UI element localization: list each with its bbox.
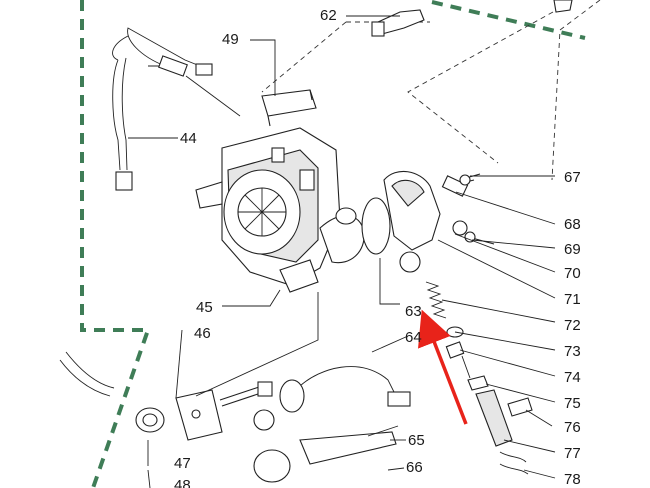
callout-69: 69 bbox=[564, 241, 581, 258]
part-44-cable-harness bbox=[112, 27, 241, 191]
callout-73: 73 bbox=[564, 343, 581, 360]
green-dashed-boundary bbox=[80, 0, 586, 488]
part-49-clip bbox=[261, 89, 317, 127]
callout-74: 74 bbox=[564, 369, 581, 386]
callout-66: 66 bbox=[406, 459, 423, 476]
callout-67: 67 bbox=[564, 169, 581, 186]
callout-63: 63 bbox=[405, 303, 422, 320]
callout-46: 46 bbox=[194, 325, 211, 342]
callout-77: 77 bbox=[564, 445, 581, 462]
callout-48: 48 bbox=[174, 477, 191, 488]
part-63-o-ring bbox=[361, 197, 391, 255]
lower-parts-64-66 bbox=[253, 366, 411, 483]
callout-47: 47 bbox=[174, 455, 191, 472]
callout-75: 75 bbox=[564, 395, 581, 412]
callout-64: 64 bbox=[405, 329, 422, 346]
highlight-arrow bbox=[418, 309, 468, 425]
dashed-connection-lines bbox=[261, 0, 601, 181]
callout-78: 78 bbox=[564, 471, 581, 488]
part-62-sensor bbox=[371, 0, 573, 37]
callout-62: 62 bbox=[320, 7, 337, 24]
regulator-assembly bbox=[383, 170, 495, 273]
callout-49: 49 bbox=[222, 31, 239, 48]
callout-70: 70 bbox=[564, 265, 581, 282]
leader-lines bbox=[128, 15, 556, 488]
callout-45: 45 bbox=[196, 299, 213, 316]
valve-stack-73-78 bbox=[445, 326, 533, 475]
callout-65: 65 bbox=[408, 432, 425, 449]
callout-76: 76 bbox=[564, 419, 581, 436]
callout-72: 72 bbox=[564, 317, 581, 334]
callout-68: 68 bbox=[564, 216, 581, 233]
callout-71: 71 bbox=[564, 291, 581, 308]
callout-labels: 44 45 46 47 48 49 62 63 64 65 66 67 68 6… bbox=[174, 7, 581, 488]
callout-44: 44 bbox=[180, 130, 197, 147]
part-45-pump-body bbox=[195, 127, 365, 293]
lower-parts-46-48 bbox=[59, 351, 273, 441]
